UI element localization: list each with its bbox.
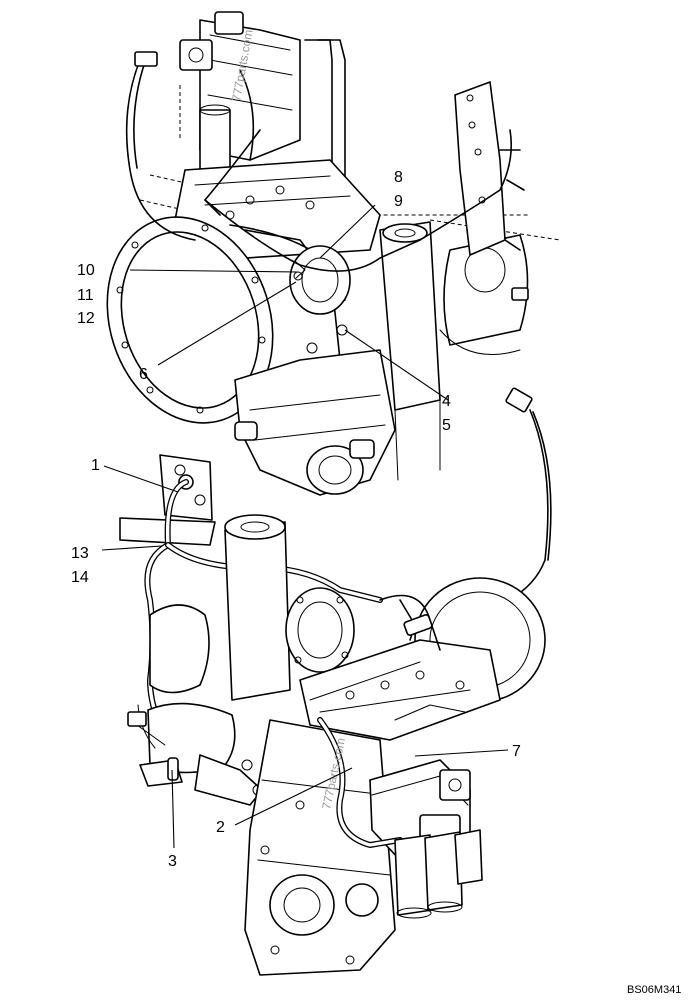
callout-9: 9 <box>394 193 403 210</box>
callout-14: 14 <box>71 569 89 586</box>
callout-12: 12 <box>77 310 95 327</box>
callout-2: 2 <box>216 819 225 836</box>
drawing-code: BS06M341 <box>627 984 681 996</box>
callout-3: 3 <box>168 853 177 870</box>
callout-8: 8 <box>394 169 403 186</box>
leader-lines <box>101 204 509 849</box>
callout-4: 4 <box>442 393 451 410</box>
callout-1: 1 <box>91 457 100 474</box>
callout-10: 10 <box>77 262 95 279</box>
callout-13: 13 <box>71 545 89 562</box>
callout-7: 7 <box>512 743 521 760</box>
callout-6: 6 <box>139 366 148 383</box>
callout-11: 11 <box>77 287 94 304</box>
callout-labels: 8 9 10 11 12 6 4 5 1 13 14 7 2 3 <box>71 169 521 870</box>
callout-5: 5 <box>442 417 451 434</box>
lower-transmission-assembly <box>119 454 546 976</box>
upper-transmission-assembly <box>106 11 561 496</box>
